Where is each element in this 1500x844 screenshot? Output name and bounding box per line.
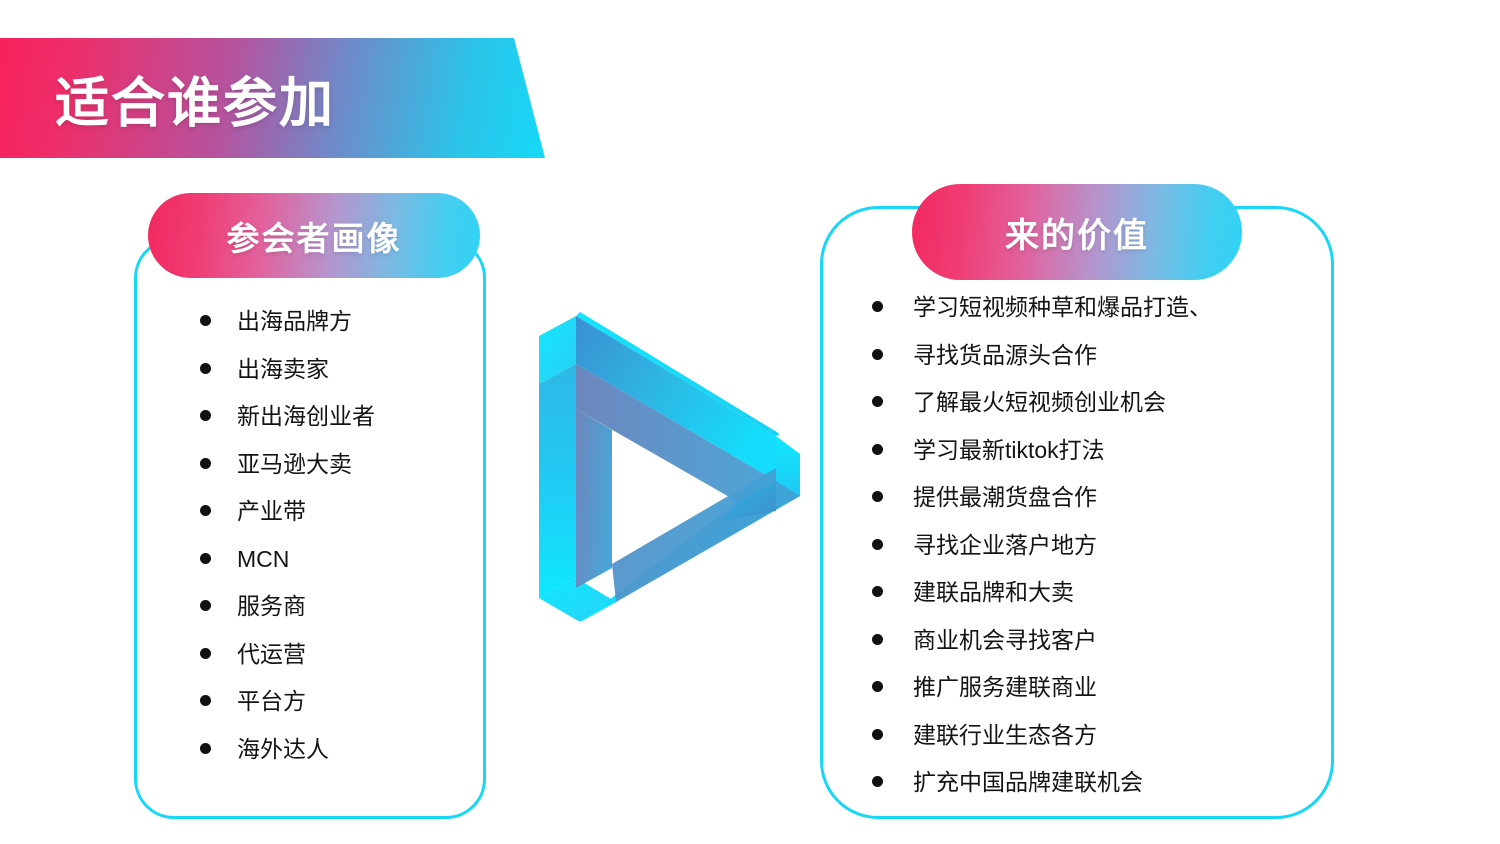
list-item: 出海品牌方 (200, 306, 470, 354)
list-item: 学习短视频种草和爆品打造、 (872, 292, 1312, 340)
list-item: 推广服务建联商业 (872, 672, 1312, 720)
bullet-icon (200, 457, 211, 469)
list-item-label: 提供最潮货盘合作 (913, 484, 1097, 510)
list-item-label: 海外达人 (237, 735, 329, 762)
bullet-icon (200, 410, 211, 421)
list-item: 寻找货品源头合作 (872, 340, 1312, 388)
bullet-icon (872, 728, 883, 740)
list-item-label: MCN (237, 545, 290, 572)
list-item-label: 产业带 (237, 498, 306, 524)
list-item-label: 亚马逊大卖 (237, 450, 352, 477)
header-banner: 适合谁参加 (0, 38, 545, 158)
list-item-label: 商业机会寻找客户 (913, 626, 1097, 653)
list-item-label: 建联行业生态各方 (913, 721, 1097, 748)
list-item-label: 出海品牌方 (237, 308, 352, 334)
list-item: 学习最新tiktok打法 (872, 435, 1312, 483)
list-item-label: 代运营 (237, 640, 306, 667)
bullet-icon (200, 552, 211, 564)
list-item-label: 学习短视频种草和爆品打造、 (913, 294, 1212, 320)
bullet-icon (200, 315, 211, 326)
attendee-profile-badge: 参会者画像 (148, 193, 480, 278)
list-item-label: 建联品牌和大卖 (913, 579, 1074, 605)
list-item: 亚马逊大卖 (200, 449, 470, 497)
list-item: 商业机会寻找客户 (872, 625, 1312, 673)
impossible-triangle-play-logo (528, 306, 803, 622)
list-item: MCN (200, 544, 470, 592)
bullet-icon (200, 505, 211, 516)
bullet-icon (200, 362, 211, 374)
bullet-icon (872, 443, 883, 455)
list-item: 产业带 (200, 496, 470, 544)
list-item: 新出海创业者 (200, 401, 470, 449)
bullet-icon (872, 586, 883, 597)
bullet-icon (872, 396, 883, 407)
bullet-icon (872, 776, 883, 787)
list-item: 建联行业生态各方 (872, 720, 1312, 768)
list-item-label: 新出海创业者 (237, 403, 375, 429)
list-item-label: 寻找货品源头合作 (913, 341, 1097, 368)
list-item: 平台方 (200, 686, 470, 734)
bullet-icon (200, 647, 211, 659)
list-item: 扩充中国品牌建联机会 (872, 767, 1312, 815)
list-item-label: 出海卖家 (237, 355, 329, 382)
list-item: 了解最火短视频创业机会 (872, 387, 1312, 435)
value-proposition-badge: 来的价值 (912, 184, 1242, 280)
bullet-icon (872, 491, 883, 502)
list-item: 寻找企业落户地方 (872, 530, 1312, 578)
bullet-icon (200, 600, 211, 611)
list-item: 出海卖家 (200, 354, 470, 402)
list-item-label: 平台方 (237, 688, 306, 714)
page-title: 适合谁参加 (55, 73, 335, 134)
bullet-icon (872, 681, 883, 692)
bullet-icon (872, 633, 883, 645)
bullet-icon (200, 695, 211, 706)
list-item-label: 推广服务建联商业 (913, 674, 1097, 700)
list-item-label: 寻找企业落户地方 (913, 531, 1097, 558)
attendee-profile-list: 出海品牌方 出海卖家 新出海创业者 亚马逊大卖 产业带 MCN 服务商 代运营 … (200, 306, 470, 781)
list-item: 代运营 (200, 639, 470, 687)
bullet-icon (200, 742, 211, 754)
bullet-icon (872, 301, 883, 312)
list-item: 提供最潮货盘合作 (872, 482, 1312, 530)
list-item: 服务商 (200, 591, 470, 639)
list-item-label: 扩充中国品牌建联机会 (913, 769, 1143, 795)
list-item-label: 了解最火短视频创业机会 (913, 389, 1166, 415)
bullet-icon (872, 538, 883, 550)
list-item: 海外达人 (200, 734, 470, 782)
list-item-label: 学习最新tiktok打法 (913, 436, 1105, 463)
bullet-icon (872, 348, 883, 360)
list-item: 建联品牌和大卖 (872, 577, 1312, 625)
list-item-label: 服务商 (237, 593, 306, 619)
value-proposition-list: 学习短视频种草和爆品打造、 寻找货品源头合作 了解最火短视频创业机会 学习最新t… (872, 292, 1312, 815)
